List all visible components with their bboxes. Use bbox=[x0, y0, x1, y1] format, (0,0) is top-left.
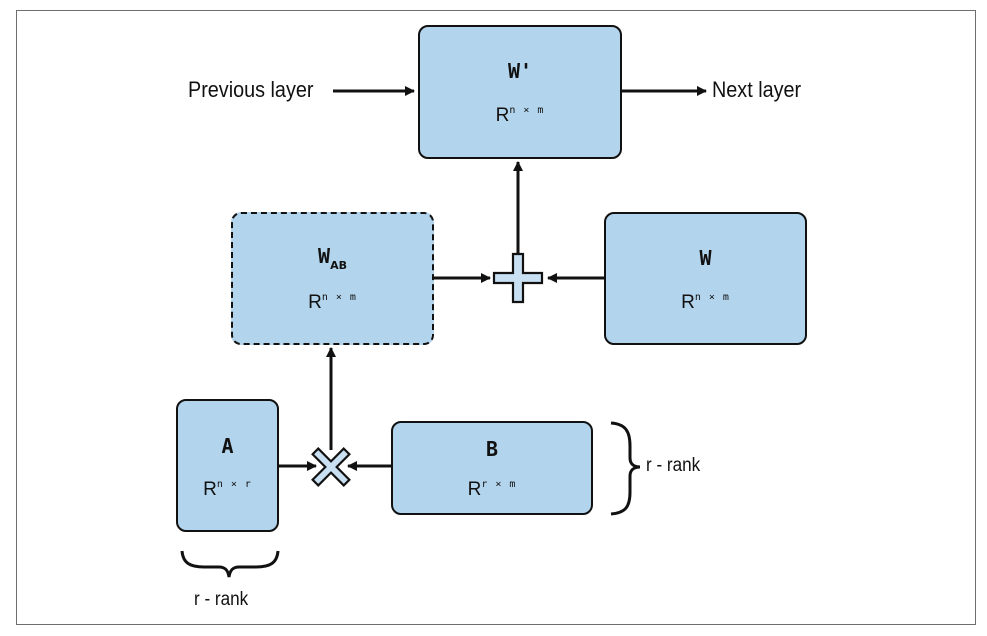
a-dimension: Rn × r bbox=[178, 479, 277, 501]
b-dimension: Rr × m bbox=[393, 479, 591, 501]
a-node: A Rn × r bbox=[176, 399, 279, 532]
dimension-base: R bbox=[203, 479, 217, 500]
w-ab-node: WAB Rn × m bbox=[231, 212, 434, 345]
dimension-base: R bbox=[681, 292, 695, 313]
multiply-operator-icon bbox=[311, 447, 351, 487]
w-prime-dimension: Rn × m bbox=[420, 105, 620, 127]
w-node: W Rn × m bbox=[604, 212, 807, 345]
w-title: W bbox=[699, 246, 712, 270]
dimension-exponent: n × m bbox=[321, 292, 357, 303]
rank-label-a: r - rank bbox=[194, 589, 249, 610]
rank-brace-b-icon bbox=[610, 421, 641, 516]
rank-brace-a-icon bbox=[180, 550, 280, 578]
dimension-base: R bbox=[467, 479, 482, 500]
w-dimension: Rn × m bbox=[606, 292, 805, 314]
dimension-base: R bbox=[308, 292, 322, 313]
figure-frame bbox=[16, 10, 976, 625]
a-title: A bbox=[221, 434, 234, 458]
add-operator-icon bbox=[492, 252, 544, 304]
dimension-exponent: n × m bbox=[509, 105, 545, 116]
previous-layer-label: Previous layer bbox=[188, 77, 314, 102]
b-node: B Rr × m bbox=[391, 421, 593, 515]
dimension-exponent: n × r bbox=[216, 479, 252, 490]
w-prime-node: W' Rn × m bbox=[418, 25, 622, 159]
w-ab-title: WAB bbox=[233, 244, 432, 272]
rank-label-b: r - rank bbox=[646, 455, 701, 476]
dimension-base: R bbox=[495, 105, 510, 126]
next-layer-label: Next layer bbox=[712, 77, 802, 102]
w-ab-dimension: Rn × m bbox=[233, 292, 432, 314]
w-prime-title: W' bbox=[507, 59, 533, 83]
w-ab-title-subscript: AB bbox=[330, 259, 347, 272]
w-ab-title-main: W bbox=[318, 244, 331, 268]
dimension-exponent: n × m bbox=[694, 292, 730, 303]
dimension-exponent: r × m bbox=[481, 479, 517, 490]
b-title: B bbox=[485, 437, 499, 461]
